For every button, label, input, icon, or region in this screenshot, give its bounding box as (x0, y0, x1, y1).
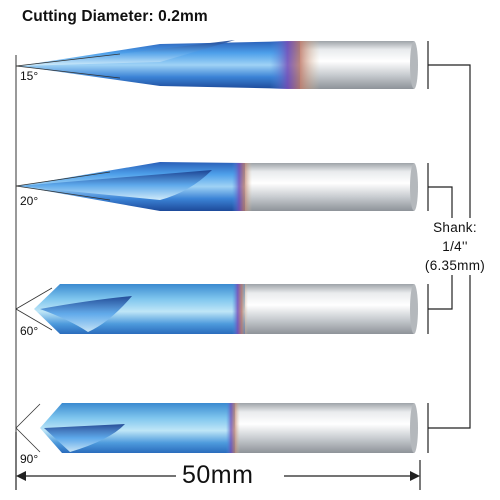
shank-label-line3: (6.35mm) (424, 258, 486, 273)
flute (44, 424, 125, 452)
angle-label-90: 90° (20, 452, 39, 466)
shank-label-line1: Shank: (433, 220, 477, 235)
heat-tint (232, 163, 252, 211)
shank-end (410, 163, 418, 211)
heat-tint (270, 41, 320, 89)
shank-end (410, 41, 418, 89)
heat-tint (226, 403, 240, 453)
flute (40, 296, 132, 332)
shank-label-line2: 1/4'' (442, 239, 468, 254)
angle-label-60: 60° (20, 324, 39, 338)
engraving-bit-20 (15, 162, 418, 211)
cutting-diameter-label: Cutting Diameter: 0.2mm (22, 8, 208, 25)
heat-tint (232, 284, 248, 334)
engraving-bit-90 (15, 403, 418, 453)
ruler-arrow-icon (15, 432, 421, 490)
shank-size-label: Shank: 1/4'' (6.35mm) (412, 218, 498, 275)
shank-end (410, 284, 418, 334)
shank (240, 284, 414, 334)
angle-label-20: 20° (20, 194, 39, 208)
overall-length-label: 50mm (182, 461, 254, 489)
engraving-bit-15 (15, 40, 418, 89)
coated-body (18, 41, 300, 89)
flute (18, 170, 212, 200)
shank (240, 163, 414, 211)
shank-end (410, 403, 418, 453)
angle-label-15: 15° (20, 69, 39, 83)
engraving-bit-60 (15, 284, 418, 334)
shank (230, 403, 414, 453)
